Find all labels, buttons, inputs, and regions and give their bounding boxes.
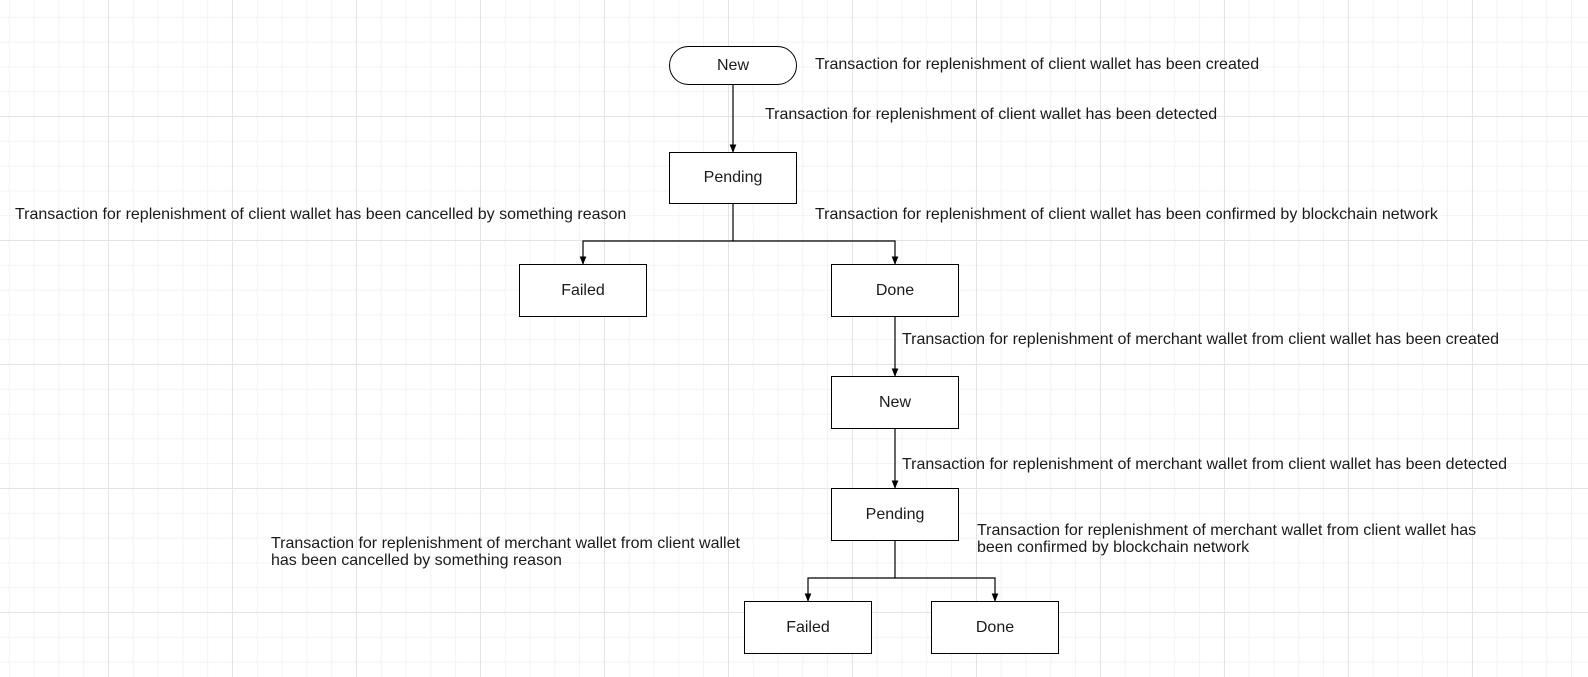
edge-label-merchant-detected: Transaction for replenishment of merchan…	[902, 456, 1508, 473]
edge-pending2-done2	[895, 577, 999, 602]
edge-label-detected: Transaction for replenishment of client …	[765, 106, 1218, 123]
edge-pending1-failed1	[579, 204, 734, 265]
edge-label-cancelled: Transaction for replenishment of client …	[15, 206, 627, 223]
state-failed-node[interactable]: Failed	[519, 264, 647, 317]
state-new-node[interactable]: New	[669, 46, 797, 85]
merchant-state-new-node[interactable]: New	[831, 376, 959, 429]
edge-pending1-done1	[733, 240, 899, 265]
merchant-state-pending-node[interactable]: Pending	[831, 488, 959, 541]
state-done-node[interactable]: Done	[831, 264, 959, 317]
edge-label-created: Transaction for replenishment of client …	[815, 56, 1260, 73]
merchant-state-done-node[interactable]: Done	[931, 601, 1059, 654]
edge-label-merchant-confirmed: Transaction for replenishment of merchan…	[977, 522, 1477, 556]
edge-label-merchant-created: Transaction for replenishment of merchan…	[902, 331, 1500, 348]
edge-pending2-failed2	[804, 541, 896, 602]
edge-label-merchant-cancelled: Transaction for replenishment of merchan…	[271, 535, 740, 569]
state-pending-node[interactable]: Pending	[669, 152, 797, 204]
edge-label-confirmed: Transaction for replenishment of client …	[815, 206, 1438, 223]
merchant-state-failed-node[interactable]: Failed	[744, 601, 872, 654]
